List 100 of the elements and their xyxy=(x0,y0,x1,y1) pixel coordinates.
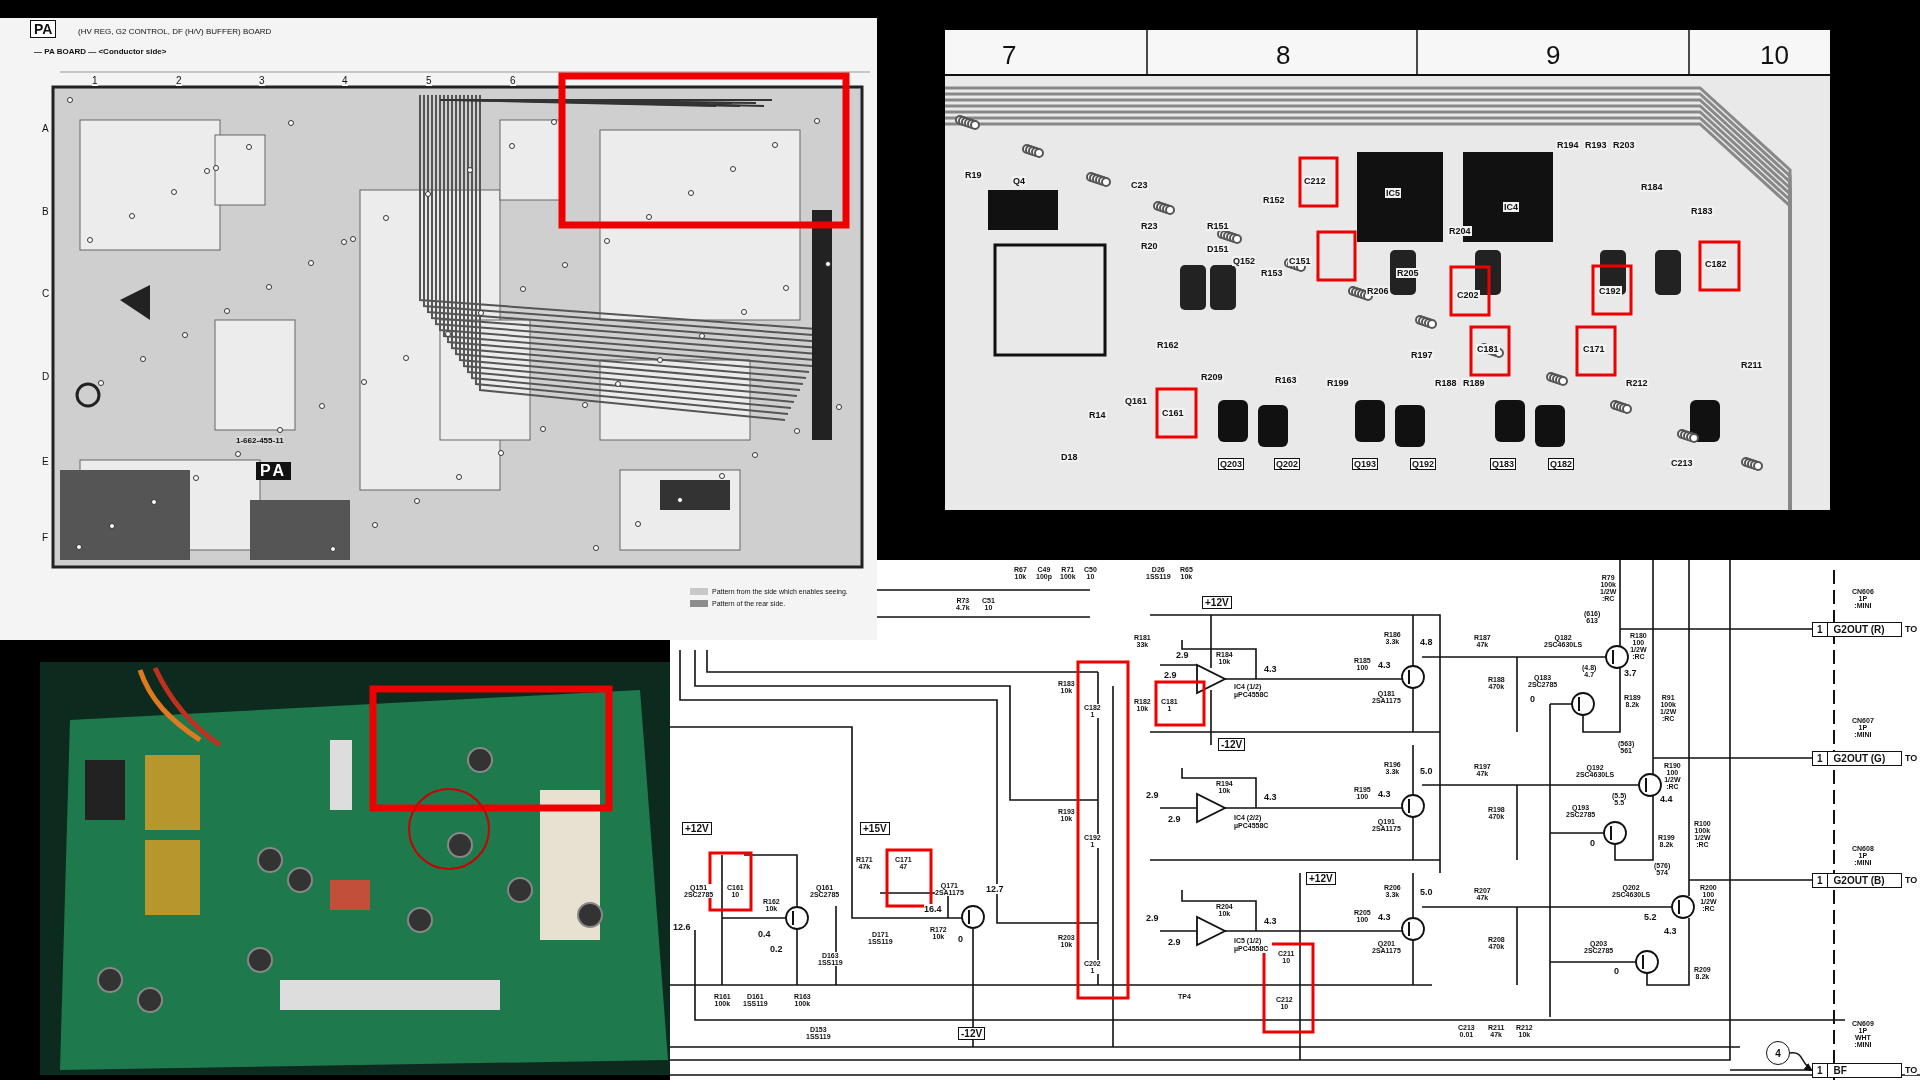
supply-label: +12V xyxy=(1306,872,1336,885)
connector-box xyxy=(1812,873,1902,888)
component-label: C161 xyxy=(1161,408,1185,418)
grid-label: F xyxy=(42,532,49,543)
pin-number: 1 xyxy=(1813,623,1828,636)
board-code-label: PA xyxy=(30,20,57,38)
connector-label: G2OUT (R) xyxy=(1832,624,1886,635)
voltage-label: 4.3 xyxy=(1264,916,1277,926)
grid-label: B xyxy=(42,206,49,217)
component-label: C151 xyxy=(1288,256,1312,266)
voltage-label: 5.2 xyxy=(1644,912,1657,922)
voltage-label: 4.3 xyxy=(1378,660,1391,670)
connector-box xyxy=(1812,751,1902,766)
connector-box xyxy=(1812,622,1902,637)
component-label: R204 xyxy=(1448,226,1472,236)
grid-label: 5 xyxy=(426,75,432,86)
component-label: R20 xyxy=(1140,241,1159,251)
voltage-label: 4.4 xyxy=(1660,794,1673,804)
voltage-label: 0 xyxy=(1614,966,1619,976)
component-label: Q152 xyxy=(1232,256,1257,266)
grid-label: 9 xyxy=(1546,40,1561,71)
voltage-label: 2.9 xyxy=(1146,913,1159,923)
component-label: IC4 xyxy=(1503,202,1519,212)
supply-label: +15V xyxy=(860,822,890,835)
component-label: R205 xyxy=(1396,268,1420,278)
component-label: R163 xyxy=(1274,375,1298,385)
voltage-label: 4.3 xyxy=(1378,789,1391,799)
component-label: Q161 xyxy=(1124,396,1149,406)
component-label: R152 xyxy=(1262,195,1286,205)
connector-label: BF xyxy=(1832,1065,1848,1076)
grid-label: D xyxy=(42,371,50,382)
pin-number: 1 xyxy=(1813,1064,1828,1077)
grid-label: 8 xyxy=(1276,40,1291,71)
component-label: R212 xyxy=(1625,378,1649,388)
voltage-label: 0 xyxy=(1530,694,1535,704)
component-label: C202 xyxy=(1456,290,1480,300)
component-label: Q203 xyxy=(1218,458,1245,470)
leader-arrow xyxy=(1789,1052,1813,1072)
voltage-label: 4.3 xyxy=(1664,926,1677,936)
pin-number: 1 xyxy=(1813,752,1828,765)
component-label: R209 xyxy=(1200,372,1224,382)
component-label: R19 xyxy=(964,170,983,180)
component-label: R183 xyxy=(1690,206,1714,216)
grid-label: 6 xyxy=(510,75,516,86)
component-label: Q4 xyxy=(1012,176,1026,186)
grid-label: 1 xyxy=(92,75,98,86)
grid-label: 10 xyxy=(1760,40,1789,71)
voltage-label: 4.3 xyxy=(1264,792,1277,802)
voltage-label: 2.9 xyxy=(1168,814,1181,824)
supply-label: +12V xyxy=(682,822,712,835)
component-label: C171 xyxy=(1582,344,1606,354)
supply-label: +12V xyxy=(1202,596,1232,609)
board-marking: PA xyxy=(256,462,292,480)
component-label: R197 xyxy=(1410,350,1434,360)
grid-label: 3 xyxy=(259,75,265,86)
component-label: C213 xyxy=(1670,458,1694,468)
component-label: Q192 xyxy=(1410,458,1437,470)
component-label: D151 xyxy=(1206,244,1230,254)
supply-label: -12V xyxy=(1218,738,1246,751)
component-label: R194 xyxy=(1556,140,1580,150)
connector-label: G2OUT (G) xyxy=(1832,753,1887,764)
grid-label: 4 xyxy=(342,75,348,86)
component-label: R199 xyxy=(1326,378,1350,388)
connector-note: TO xyxy=(1905,624,1918,634)
pin-number: 1 xyxy=(1813,874,1828,887)
component-label: R23 xyxy=(1140,221,1159,231)
component-label: R14 xyxy=(1088,410,1107,420)
component-label: R151 xyxy=(1206,221,1230,231)
voltage-label: 0.2 xyxy=(770,944,783,954)
connector-note: TO xyxy=(1905,875,1918,885)
part-number: 1-662-455-11 xyxy=(236,436,284,445)
voltage-label: 4.8 xyxy=(1420,637,1433,647)
component-label: R203 xyxy=(1612,140,1636,150)
voltage-label: 2.9 xyxy=(1168,937,1181,947)
connector-label: G2OUT (B) xyxy=(1832,875,1886,886)
connector-note: TO xyxy=(1905,1065,1918,1075)
supply-label: -12V xyxy=(958,1027,986,1040)
component-label: Q183 xyxy=(1490,458,1517,470)
component-label: R193 xyxy=(1584,140,1608,150)
component-label: Q193 xyxy=(1352,458,1379,470)
voltage-label: 5.0 xyxy=(1420,887,1433,897)
component-label: R188 xyxy=(1434,378,1458,388)
connector-box xyxy=(1812,1063,1902,1078)
callout-number: 4 xyxy=(1775,1047,1781,1059)
grid-label: C xyxy=(42,288,50,299)
voltage-label: 5.0 xyxy=(1420,766,1433,776)
component-label: C182 xyxy=(1704,259,1728,269)
voltage-label: 16.4 xyxy=(924,904,942,914)
voltage-label: 0.4 xyxy=(758,929,771,939)
voltage-label: 12.7 xyxy=(986,884,1004,894)
component-label: D18 xyxy=(1060,452,1079,462)
component-label: R206 xyxy=(1366,286,1390,296)
component-label: C181 xyxy=(1476,344,1500,354)
grid-label: A xyxy=(42,123,49,134)
voltage-label: 12.6 xyxy=(673,922,691,932)
component-label: C192 xyxy=(1598,286,1622,296)
grid-label: 2 xyxy=(176,75,182,86)
voltage-label: 2.9 xyxy=(1176,650,1189,660)
component-label: R153 xyxy=(1260,268,1284,278)
voltage-label: 0 xyxy=(1590,838,1595,848)
